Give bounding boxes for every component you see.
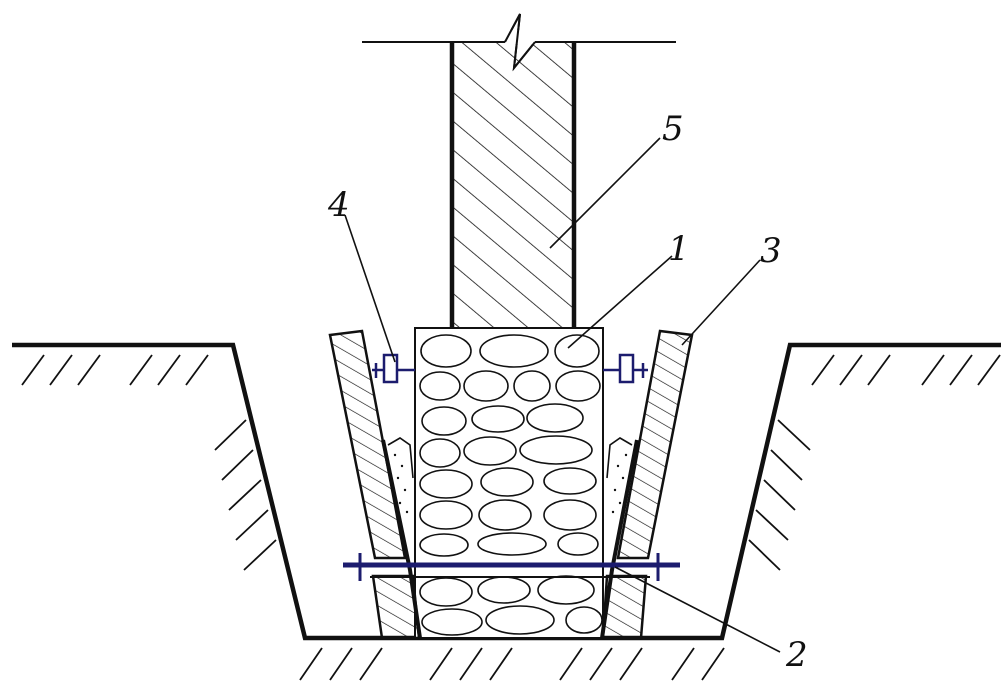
concrete-clips — [328, 329, 694, 640]
tie-bolt — [343, 553, 680, 581]
soil-hatching — [21, 354, 1001, 681]
leader-lines — [344, 137, 781, 653]
concrete-infill — [387, 437, 633, 514]
label-2: 2 — [785, 635, 808, 675]
column-element — [362, 13, 676, 330]
rubble-foundation — [414, 327, 604, 639]
label-4: 4 — [327, 185, 350, 225]
anchor-bolts — [372, 353, 648, 384]
label-1: 1 — [668, 229, 690, 269]
label-5: 5 — [662, 109, 684, 149]
label-3: 3 — [760, 231, 782, 271]
